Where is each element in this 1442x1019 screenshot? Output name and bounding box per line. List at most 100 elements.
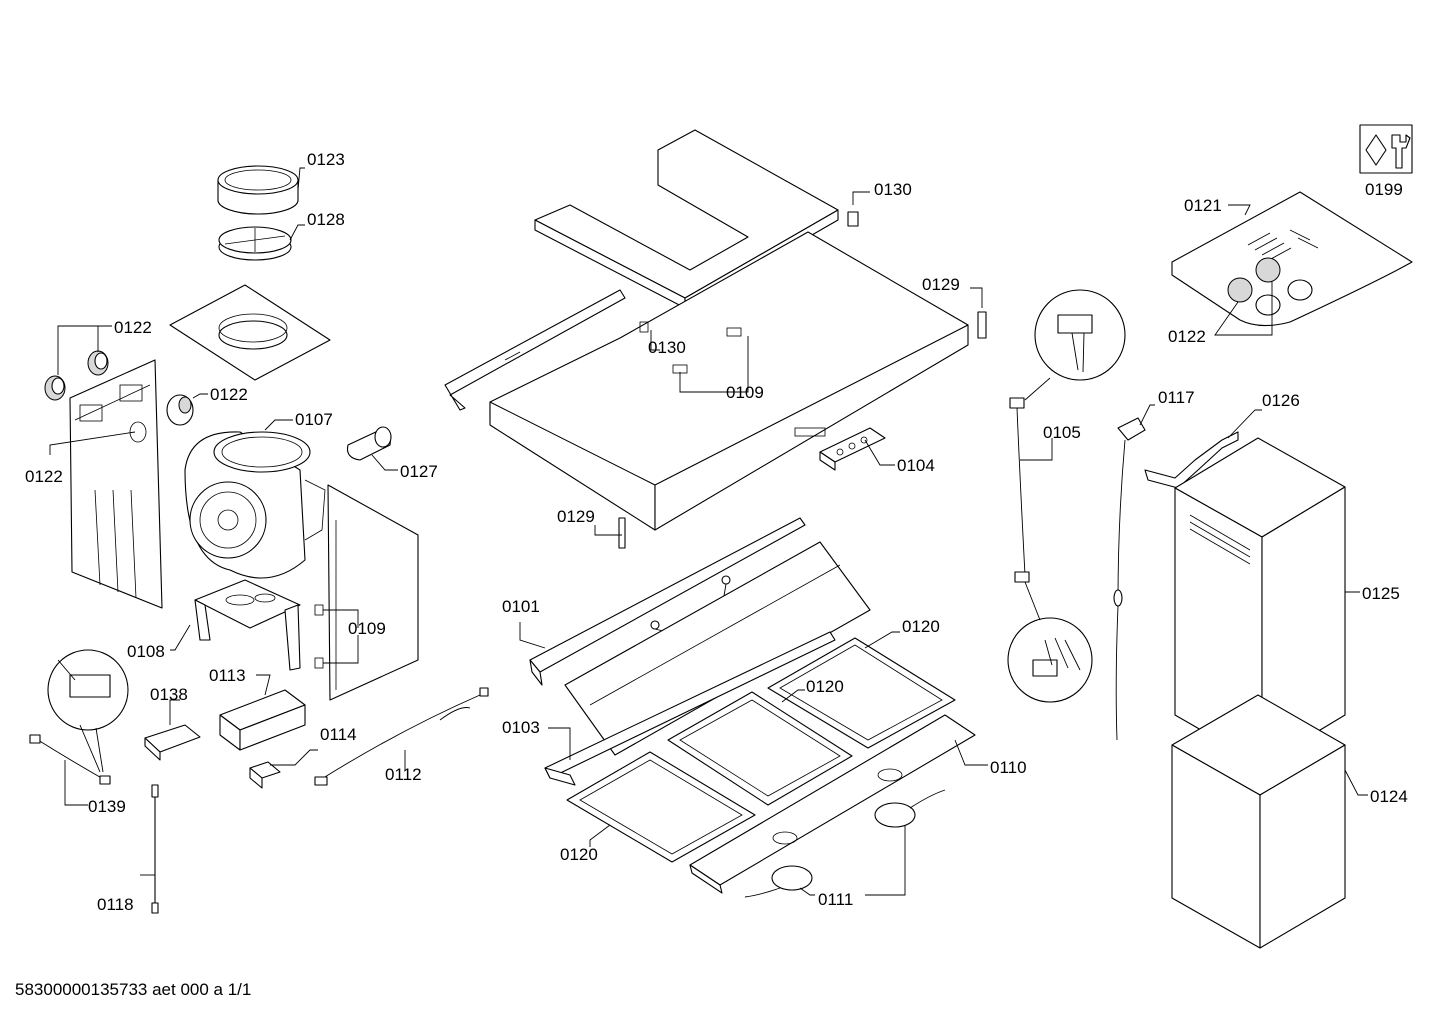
- part-0101-front-bar: [529, 517, 806, 686]
- part-0102-screws: [650, 575, 731, 630]
- leader-0105: [1020, 438, 1053, 461]
- part-0122-knob-a: [44, 375, 66, 401]
- part-control-panel-left: [69, 359, 163, 609]
- label-0117: 0117: [1158, 388, 1195, 407]
- part-0111-lamp-b: [874, 789, 946, 828]
- label-0138: 0138: [150, 685, 188, 704]
- label-0127: 0127: [400, 462, 438, 481]
- leader-0108: [170, 624, 191, 651]
- part-0122-knob-c: [166, 394, 194, 426]
- label-0118: 0118: [97, 895, 134, 914]
- leader-0120c: [589, 824, 611, 847]
- leader-0111b: [865, 825, 906, 896]
- part-0120-filter-middle: [667, 691, 853, 806]
- label-0105: 0105: [1043, 423, 1081, 442]
- part-0138-cover: [144, 724, 201, 761]
- leader-0130a: [852, 191, 870, 205]
- leader-0107: [264, 419, 293, 431]
- label-0125: 0125: [1362, 584, 1400, 603]
- leader-0114: [270, 749, 318, 766]
- part-0124-lower-chimney: [1171, 694, 1346, 949]
- label-0101: 0101: [502, 597, 540, 616]
- label-0111: 0111: [818, 890, 853, 909]
- leader-0139: [64, 760, 88, 806]
- leader-0126: [1227, 409, 1262, 439]
- label-0120-b: 0120: [806, 677, 844, 696]
- leader-0111a: [799, 887, 815, 896]
- leader-0123: [297, 167, 305, 191]
- leader-0122c: [192, 393, 208, 399]
- label-0114: 0114: [320, 725, 357, 744]
- leader-0113: [256, 674, 271, 696]
- label-0103: 0103: [502, 718, 540, 737]
- label-0128: 0128: [307, 210, 345, 229]
- part-hood-canopy: [489, 231, 969, 531]
- label-0123: 0123: [307, 150, 345, 169]
- label-0139: 0139: [88, 797, 126, 816]
- part-0130-clip-top: [847, 211, 859, 227]
- part-0108-motor-bracket: [194, 579, 301, 671]
- leader-0121: [1228, 204, 1251, 216]
- leader-0127: [371, 454, 398, 471]
- label-0122-d: 0122: [25, 467, 63, 486]
- leader-0125: [1344, 580, 1360, 593]
- part-0126-bracket: [1144, 431, 1239, 489]
- leader-0103: [548, 727, 571, 760]
- leader-0138: [169, 699, 180, 725]
- label-0129-a: 0129: [922, 275, 960, 294]
- label-0126: 0126: [1262, 391, 1300, 410]
- part-0139-cable-detail: [29, 649, 129, 785]
- part-0103-bottom-frame: [544, 631, 836, 786]
- label-0104: 0104: [897, 456, 935, 475]
- label-0110: 0110: [990, 758, 1027, 777]
- part-0105-wiring-harness: [1007, 289, 1126, 703]
- label-0120-a: 0120: [902, 617, 940, 636]
- leader-0129a: [970, 287, 983, 308]
- label-0199: 0199: [1365, 180, 1403, 199]
- label-0124: 0124: [1370, 787, 1408, 806]
- part-0112-cable: [314, 687, 489, 786]
- part-0107-blower-motor: [184, 431, 326, 579]
- leader-0122d: [49, 431, 136, 455]
- part-0118-rod: [151, 784, 159, 914]
- part-left-rail: [444, 289, 626, 411]
- label-0112: 0112: [385, 765, 422, 784]
- label-0109-a: 0109: [348, 619, 386, 638]
- leader-0128: [289, 224, 305, 241]
- leader-0130b: [650, 330, 660, 351]
- label-0122-b: 0122: [1168, 327, 1206, 346]
- label-0122-c: 0122: [210, 385, 248, 404]
- part-0113-electronic-box: [219, 689, 306, 751]
- label-0130-b: 0130: [648, 338, 686, 357]
- part-0120-filter-right: [767, 637, 956, 749]
- leader-0109a2: [323, 635, 359, 664]
- leader-0109a: [323, 609, 359, 628]
- part-filter-tray: [564, 541, 871, 756]
- part-0127-capacitor: [346, 426, 392, 461]
- part-0123-flange-ring: [217, 165, 299, 215]
- label-0120-c: 0120: [560, 845, 598, 864]
- leader-0122b: [1214, 282, 1273, 336]
- leader-0120a: [864, 631, 900, 649]
- label-0107: 0107: [295, 410, 333, 429]
- leader-0120b: [781, 689, 805, 703]
- wrench-icon: [1359, 124, 1413, 174]
- part-0122-knob-b: [87, 350, 109, 376]
- part-0111-lamp-a: [744, 865, 813, 898]
- label-0113: 0113: [209, 666, 246, 685]
- part-0121-accessory-bag: [1171, 191, 1413, 327]
- part-0109-side-panel: [314, 484, 419, 701]
- part-0114-switch: [249, 761, 281, 789]
- leader-0110: [954, 739, 988, 766]
- label-0122-a: 0122: [114, 318, 152, 337]
- leader-0124: [1344, 769, 1368, 796]
- label-0121: 0121: [1184, 196, 1222, 215]
- part-0129-clip-lower: [618, 517, 626, 549]
- leader-0122a: [57, 325, 112, 375]
- part-0104-control-board: [794, 427, 886, 471]
- part-0110-bottom-rail: [689, 714, 976, 894]
- part-0128-backflow-flap: [218, 226, 292, 261]
- part-0120-filter-left: [566, 751, 756, 863]
- label-0129-b: 0129: [557, 507, 595, 526]
